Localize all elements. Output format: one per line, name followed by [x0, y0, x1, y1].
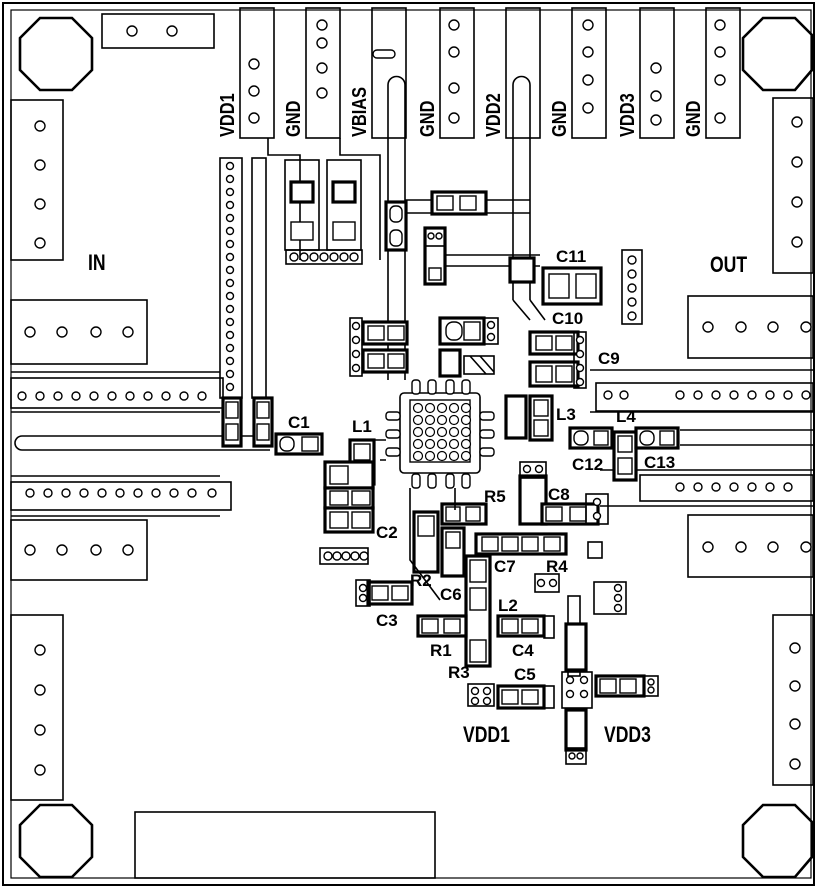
ref-r1: R1 [430, 641, 452, 660]
header-label-gnd-1: GND [281, 101, 304, 137]
sma-in-upper [10, 299, 148, 365]
ref-l4: L4 [616, 407, 636, 426]
right-lower-header [772, 614, 814, 786]
header-label-vdd1: VDD1 [215, 93, 238, 137]
header-label-vdd3: VDD3 [615, 93, 638, 137]
ref-c8: C8 [548, 485, 570, 504]
smd-footprints [221, 190, 680, 765]
ref-c2: C2 [376, 523, 398, 542]
ref-c9: C9 [598, 349, 620, 368]
label-vdd3-supply: VDD3 [604, 723, 651, 747]
label-vdd1-supply: VDD1 [463, 723, 510, 747]
ref-c7: C7 [494, 557, 516, 576]
ref-c4: C4 [512, 641, 534, 660]
header-label-gnd-3: GND [547, 101, 570, 137]
right-upper-header [772, 97, 814, 274]
ref-c1: C1 [288, 413, 310, 432]
bias-regulator-block [284, 159, 363, 265]
mounting-hole-bottom-right [741, 803, 814, 879]
mounting-hole-bottom-left [18, 803, 94, 879]
ref-l3: L3 [556, 405, 576, 424]
left-lower-header [10, 614, 64, 801]
header-labels: VDD1 GND VBIAS GND VDD2 GND VDD3 GND [215, 87, 704, 137]
sma-out-lower [687, 514, 814, 578]
ref-c11: C11 [556, 247, 586, 266]
ref-r2: R2 [410, 571, 432, 590]
sma-out-upper [687, 295, 814, 359]
bottom-label-pad [134, 811, 436, 879]
ref-c5: C5 [514, 665, 536, 684]
ref-l1: L1 [352, 417, 372, 436]
reference-designators: C1 L1 C2 C3 R2 C6 R5 C8 C7 R4 L2 R1 C4 R… [288, 247, 675, 684]
ref-c6: C6 [440, 585, 462, 604]
label-in: IN [88, 251, 106, 275]
mounting-hole-top-right [741, 16, 814, 92]
dc-header-row [239, 7, 741, 139]
left-upper-header [10, 99, 64, 261]
ref-r5: R5 [484, 487, 506, 506]
ref-c12: C12 [572, 455, 603, 474]
mounting-hole-top-left [18, 16, 94, 92]
ground-via-strips [10, 157, 814, 511]
sma-in-lower [10, 519, 148, 581]
ref-c3: C3 [376, 611, 398, 630]
top-left-header [101, 13, 215, 49]
header-label-vdd2: VDD2 [481, 93, 504, 137]
header-label-gnd-2: GND [415, 101, 438, 137]
rf-traces [11, 369, 813, 517]
header-label-vbias: VBIAS [347, 87, 370, 137]
ref-r3: R3 [448, 663, 470, 682]
label-out: OUT [710, 253, 747, 277]
mmic-chip [385, 379, 495, 489]
ref-c13: C13 [644, 453, 675, 472]
ref-r4: R4 [546, 557, 568, 576]
ref-l2: L2 [498, 596, 518, 615]
ref-c10: C10 [552, 309, 583, 328]
header-label-gnd-4: GND [681, 101, 704, 137]
